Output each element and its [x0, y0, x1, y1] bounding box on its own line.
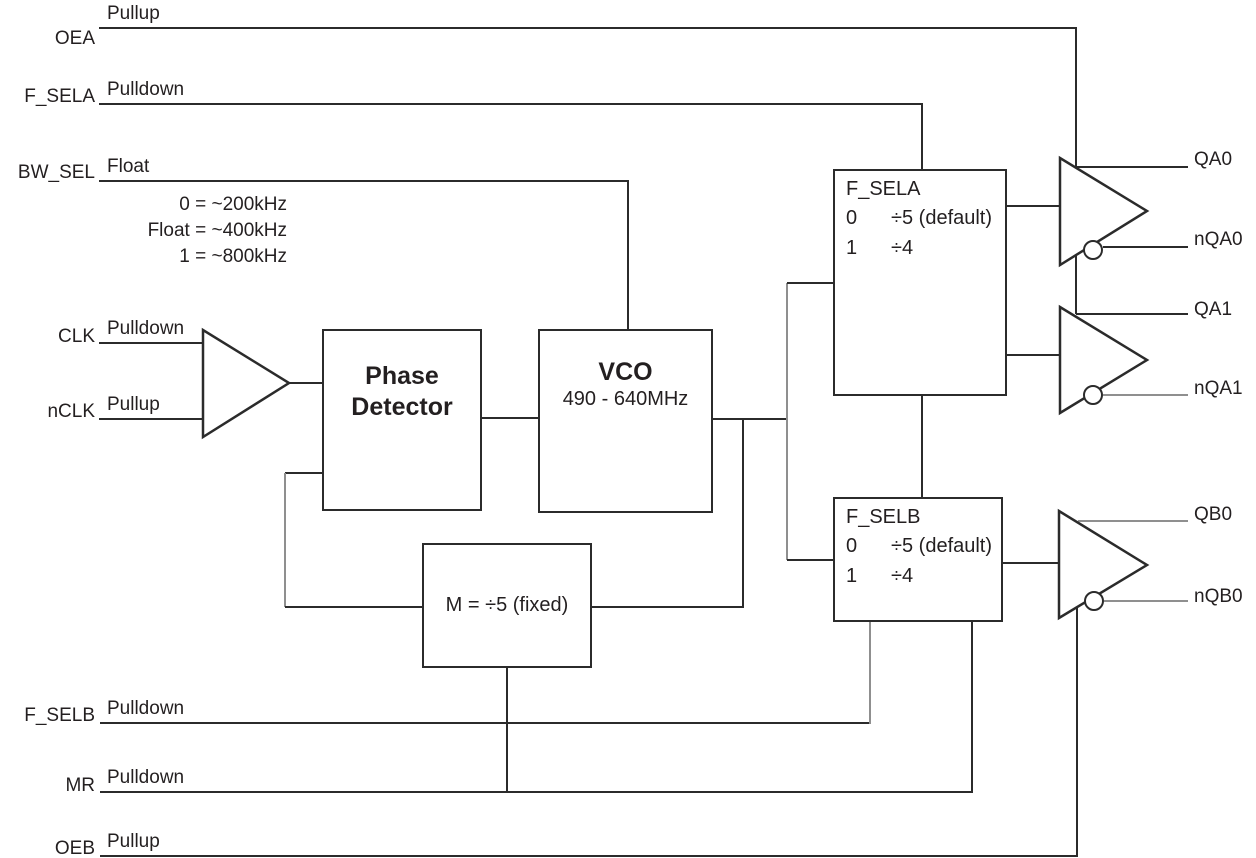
fsela-row-0: 0 ÷5 (default): [846, 203, 1001, 233]
feedback-divider-block: M = ÷5 (fixed): [422, 543, 592, 668]
output-buffer-qa1-icon: [1058, 304, 1150, 416]
pin-label-nqb0: nQB0: [1194, 586, 1243, 607]
output-buffer-qa0-icon: [1058, 155, 1150, 268]
vco-title: VCO: [598, 357, 653, 386]
pin-label-clk: CLK: [58, 326, 95, 347]
inverter-bubble-nqa1-icon: [1083, 385, 1103, 405]
fsela-block-title: F_SELA: [846, 178, 921, 200]
pin-label-fsela: F_SELA: [24, 86, 95, 107]
annotation-oea-pullup: Pullup: [107, 3, 160, 24]
pin-label-mr: MR: [65, 775, 95, 796]
fsela-row-1-key: 1: [846, 237, 858, 259]
fselb-row-1: 1 ÷4: [846, 561, 997, 591]
fselb-divider-block: F_SELB 0 ÷5 (default) 1 ÷4: [833, 497, 1003, 622]
vco-block: VCO 490 - 640MHz: [538, 329, 713, 513]
bwsel-option-0: 0 = ~200kHz: [179, 194, 287, 215]
fselb-row-0-key: 0: [846, 535, 858, 557]
annotation-bwsel-float: Float: [107, 156, 150, 177]
phase-detector-label-line2: Detector: [351, 393, 453, 421]
annotation-nclk-pullup: Pullup: [107, 394, 160, 415]
pin-label-nqa1: nQA1: [1194, 378, 1243, 399]
annotation-oeb-pullup: Pullup: [107, 831, 160, 852]
fsela-row-1-value: ÷4: [891, 237, 914, 259]
pin-label-bwsel: BW_SEL: [17, 162, 95, 183]
annotation-mr-pulldown: Pulldown: [107, 767, 185, 788]
fselb-row-0: 0 ÷5 (default): [846, 531, 997, 561]
fsela-row-0-value: ÷5 (default): [891, 207, 993, 229]
phase-detector-block: Phase Detector: [322, 329, 482, 511]
fsela-divider-block: F_SELA 0 ÷5 (default) 1 ÷4: [833, 169, 1007, 396]
pin-label-qa1: QA1: [1194, 299, 1233, 320]
pin-label-oeb: OEB: [54, 838, 95, 858]
fselb-block-title: F_SELB: [846, 506, 921, 528]
annotation-fsela-pulldown: Pulldown: [107, 79, 185, 100]
vco-frequency-range: 490 - 640MHz: [562, 387, 689, 410]
pin-label-qb0: QB0: [1194, 504, 1233, 525]
fsela-row-0-key: 0: [846, 207, 858, 229]
pin-label-fselb: F_SELB: [24, 705, 95, 726]
inverter-bubble-nqb0-icon: [1084, 591, 1104, 611]
phase-detector-label-line1: Phase: [365, 362, 439, 390]
fsela-row-1: 1 ÷4: [846, 233, 1001, 263]
bwsel-option-float: Float = ~400kHz: [147, 220, 287, 241]
feedback-divider-label: M = ÷5 (fixed): [445, 594, 569, 616]
pin-label-nclk: nCLK: [47, 401, 95, 422]
pin-label-oea: OEA: [54, 28, 95, 49]
fselb-row-1-key: 1: [846, 565, 858, 587]
clock-input-buffer-icon: [201, 327, 292, 440]
bwsel-option-1: 1 = ~800kHz: [179, 246, 287, 267]
annotation-clk-pulldown: Pulldown: [107, 318, 185, 339]
inverter-bubble-nqa0-icon: [1083, 240, 1103, 260]
pin-label-qa0: QA0: [1194, 149, 1233, 170]
fselb-row-1-value: ÷4: [891, 565, 914, 587]
annotation-fselb-pulldown: Pulldown: [107, 698, 185, 719]
output-buffer-qb0-icon: [1057, 508, 1150, 621]
fselb-row-0-value: ÷5 (default): [891, 535, 993, 557]
pin-label-nqa0: nQA0: [1194, 229, 1243, 250]
